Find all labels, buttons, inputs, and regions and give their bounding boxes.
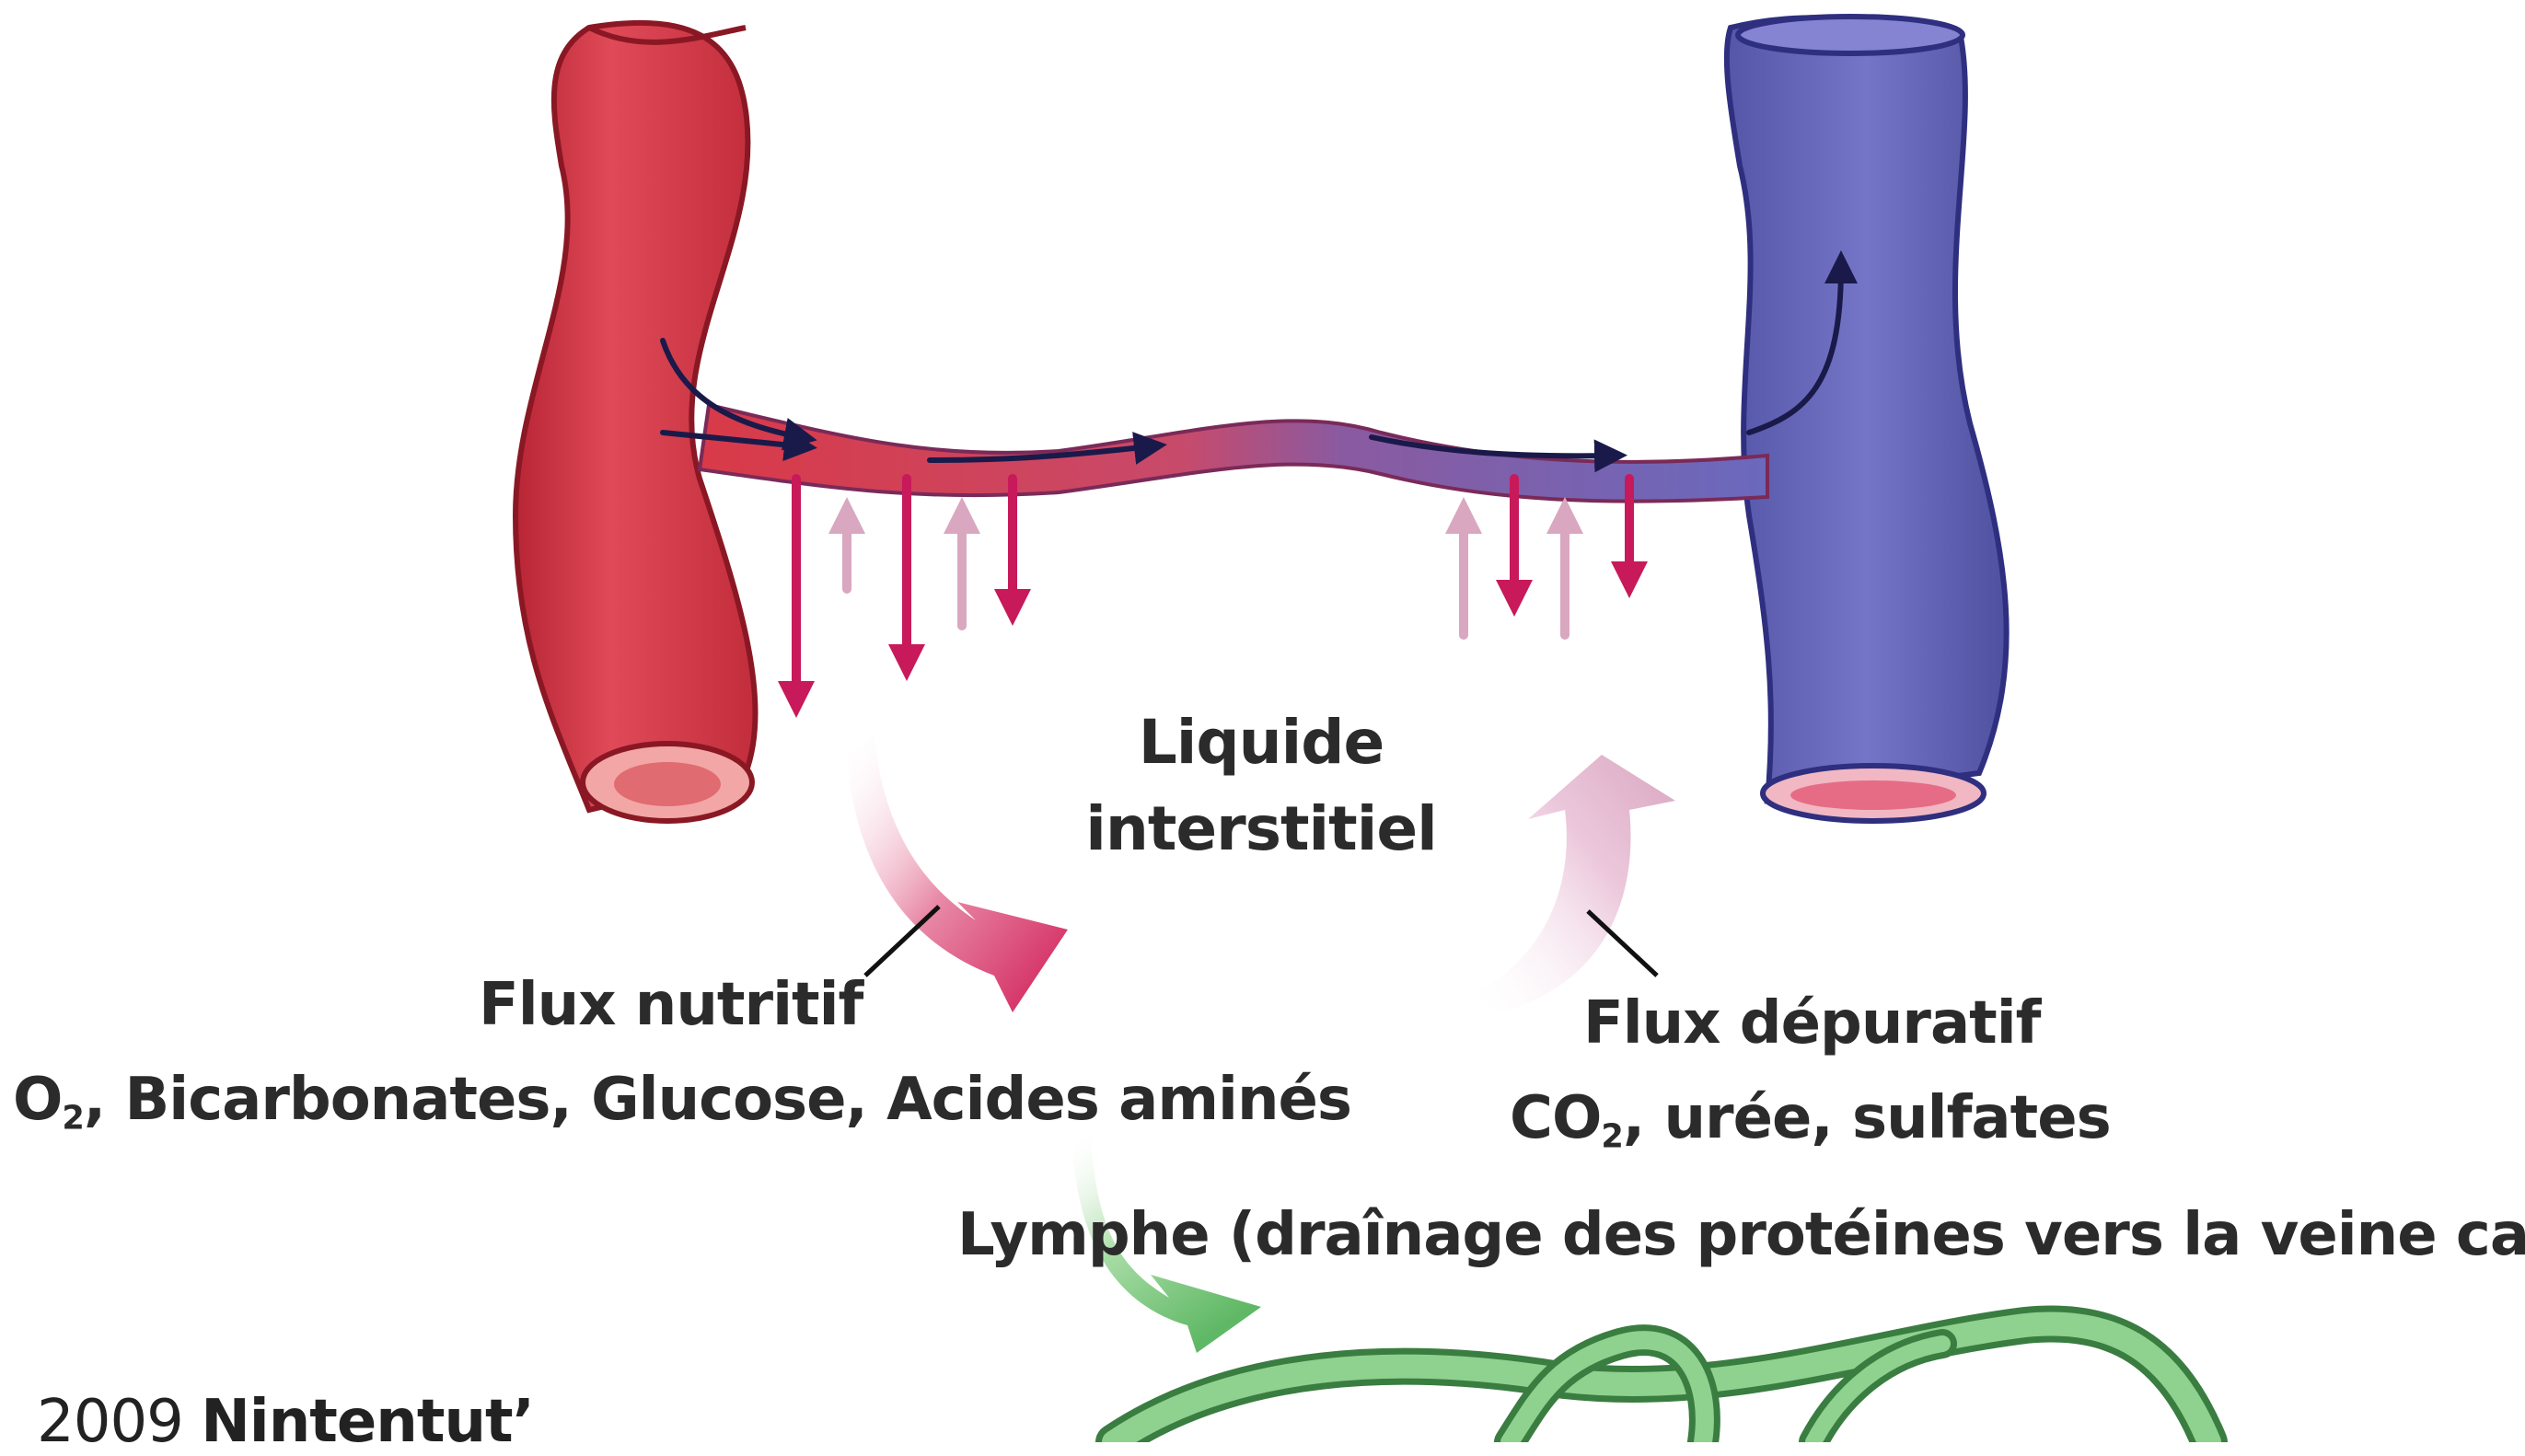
flux-nutritif-list: O2, Bicarbonates, Glucose, Acides aminés — [13, 1066, 1351, 1138]
credit-text: 2009 Nintentut’ — [37, 1388, 534, 1456]
oxygen-subscript: 2 — [62, 1100, 83, 1138]
flux-depuratif-items: , urée, sulfates — [1623, 1084, 2111, 1152]
flux-nutritif-title: Flux nutritif — [479, 971, 863, 1039]
flux-depuratif-arrow — [1473, 755, 1675, 1012]
flux-depuratif-title: Flux dépuratif — [1583, 989, 2041, 1057]
lymphe-label: Lymphe (draînage des protéines vers la v… — [957, 1201, 2525, 1269]
co2-symbol: CO — [1510, 1084, 1601, 1152]
flux-nutritif-leader — [865, 907, 939, 976]
co2-subscript: 2 — [1601, 1118, 1622, 1156]
arterial-exchange-arrows — [796, 479, 1013, 699]
credit-year: 2009 — [37, 1388, 201, 1456]
credit-name: Nintentut’ — [201, 1388, 534, 1456]
liquide-line1: Liquide — [1059, 699, 1464, 786]
flux-nutritif-arrow — [847, 736, 1068, 1012]
lymph-vessel — [1114, 1324, 2209, 1442]
oxygen-symbol: O — [13, 1066, 62, 1134]
liquide-line2: interstitiel — [1059, 786, 1464, 872]
interstitial-fluid-label: Liquide interstitiel — [1059, 699, 1464, 872]
vein-vessel — [1727, 17, 2007, 821]
flux-depuratif-list: CO2, urée, sulfates — [1510, 1084, 2111, 1156]
flux-nutritif-items: , Bicarbonates, Glucose, Acides aminés — [84, 1066, 1351, 1134]
